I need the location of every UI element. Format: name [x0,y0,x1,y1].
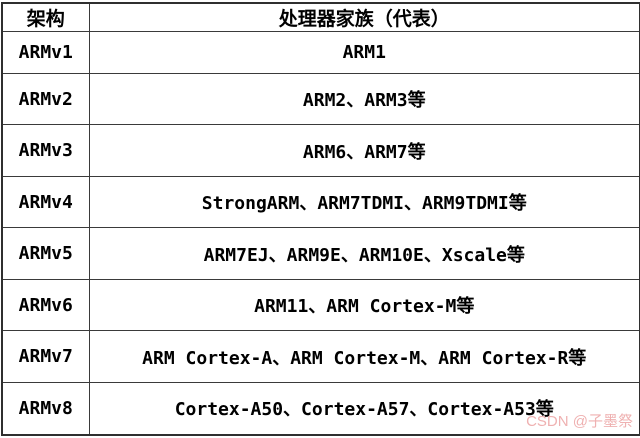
family-column-header: 处理器家族（代表） [88,2,640,32]
table-body: ARMv1 ARM1 ARMv2 ARM2、ARM3等 ARMv3 ARM6、A… [1,31,640,436]
family-cell: ARM7EJ、ARM9E、ARM10E、Xscale等 [88,227,640,280]
table-row: ARMv1 ARM1 [1,31,640,74]
table-row: ARMv8 Cortex-A50、Cortex-A57、Cortex-A53等 [1,381,640,436]
family-cell: StrongARM、ARM7TDMI、ARM9TDMI等 [88,175,640,229]
table-row: ARMv7 ARM Cortex-A、ARM Cortex-M、ARM Cort… [1,330,640,383]
arch-cell: ARMv1 [1,31,90,74]
table-row: ARMv5 ARM7EJ、ARM9E、ARM10E、Xscale等 [1,227,640,280]
arch-cell: ARMv7 [1,330,90,383]
table-row: ARMv4 StrongARM、ARM7TDMI、ARM9TDMI等 [1,175,640,229]
arch-cell: ARMv6 [1,278,90,332]
arch-cell: ARMv3 [1,124,90,177]
arch-cell: ARMv4 [1,175,90,229]
table-row: ARMv2 ARM2、ARM3等 [1,72,640,126]
arch-cell: ARMv8 [1,381,90,436]
family-cell: Cortex-A50、Cortex-A57、Cortex-A53等 [88,381,640,436]
family-cell: ARM Cortex-A、ARM Cortex-M、ARM Cortex-R等 [88,330,640,383]
header-row: 架构 处理器家族（代表） [1,2,640,32]
family-cell: ARM6、ARM7等 [88,124,640,177]
table-row: ARMv6 ARM11、ARM Cortex-M等 [1,278,640,332]
arch-column-header: 架构 [1,2,90,32]
family-cell: ARM1 [88,31,640,74]
table-row: ARMv3 ARM6、ARM7等 [1,124,640,177]
arch-cell: ARMv2 [1,72,90,126]
family-cell: ARM11、ARM Cortex-M等 [88,278,640,332]
arch-cell: ARMv5 [1,227,90,280]
family-cell: ARM2、ARM3等 [88,72,640,126]
